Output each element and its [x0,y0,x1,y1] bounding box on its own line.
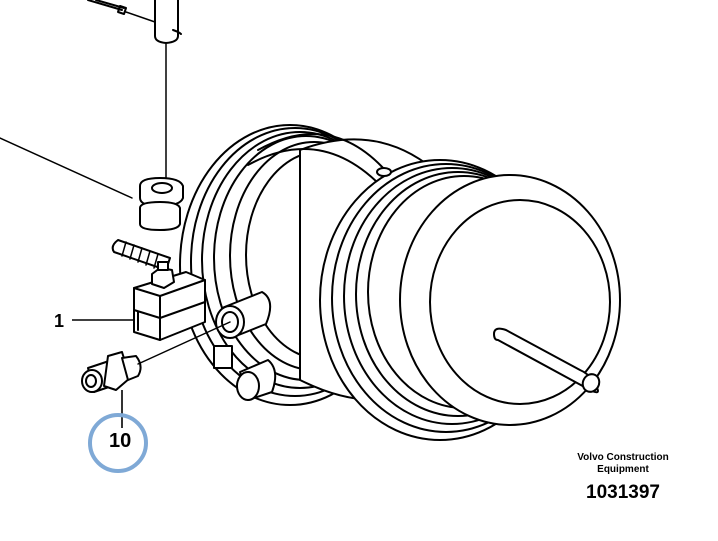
callout-1-label[interactable]: 1 [54,311,65,331]
brand-line-2: Equipment [597,464,649,475]
clevis-washers [139,177,184,231]
fitting-part-10[interactable] [81,351,142,393]
air-ports [213,291,277,401]
push-rod-top [87,0,182,44]
breather-nipple [376,167,392,177]
bracket-part-1[interactable] [133,261,206,341]
callout-10-highlight[interactable] [88,413,148,473]
push-rod-front [493,327,601,394]
diagram-part-number: 1031397 [586,482,660,503]
callout-10-label[interactable]: 10 [109,430,132,452]
brake-chamber-front-housing [319,159,621,441]
brand-caption: Volvo Construction Equipment [548,452,698,476]
brand-line-1: Volvo Construction [577,452,669,463]
assembly-line-fitting [137,321,231,365]
assembly-line-left [0,137,133,199]
